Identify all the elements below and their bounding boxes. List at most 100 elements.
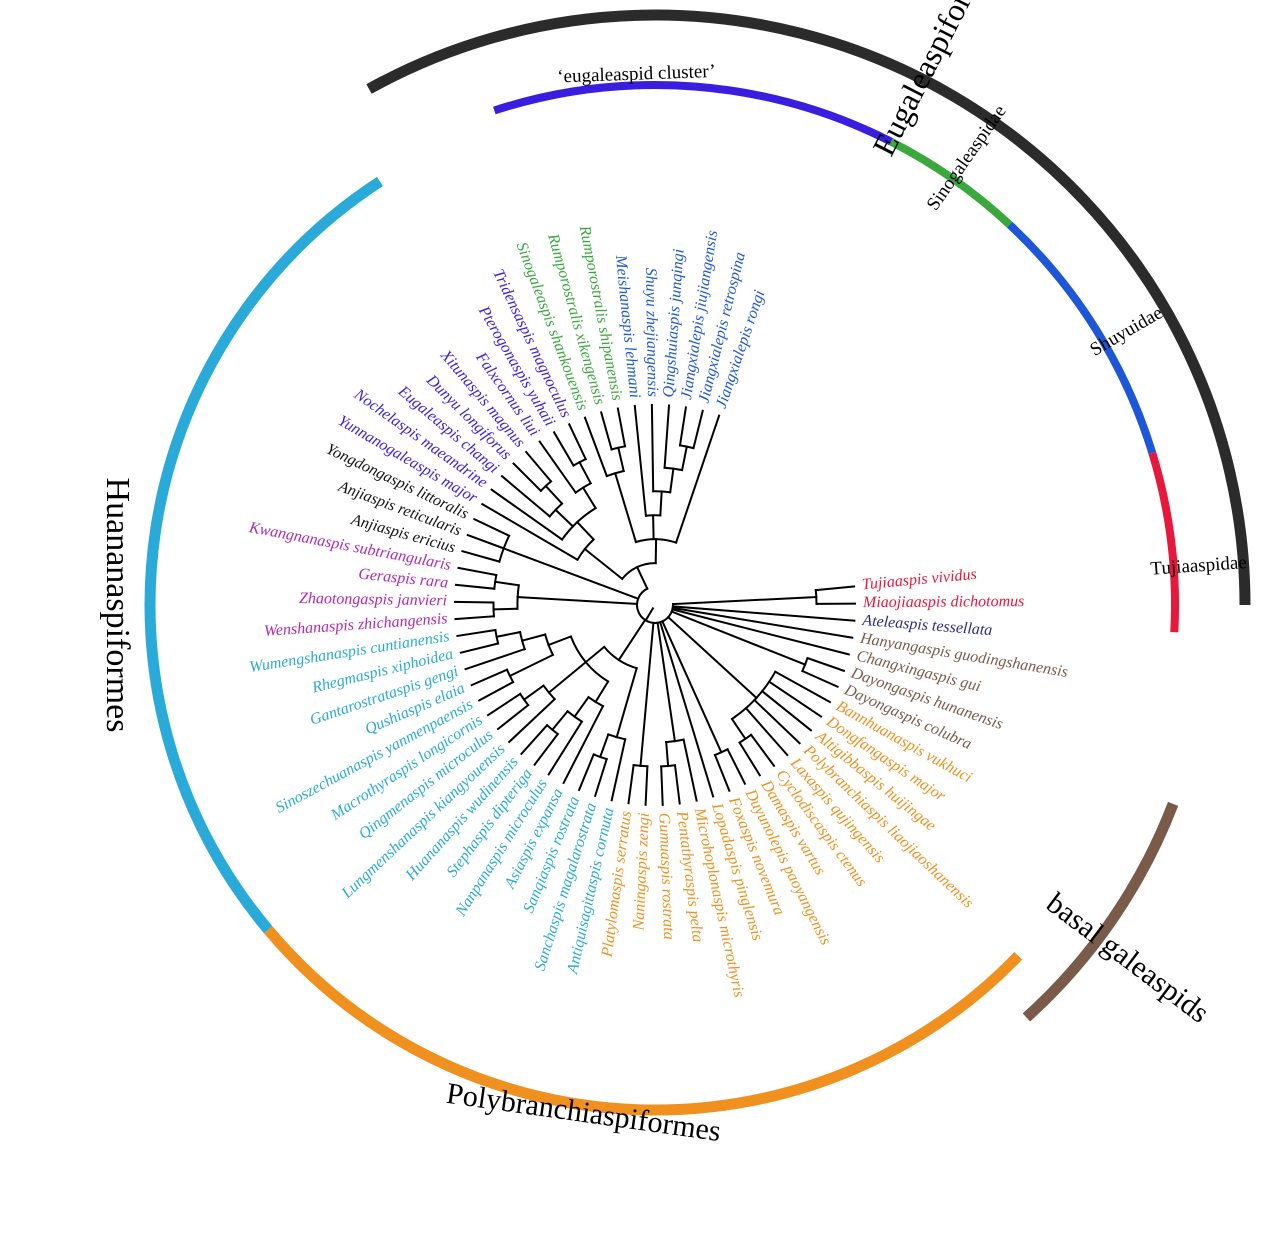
branch-31 <box>665 741 670 768</box>
branch-arc-87 <box>493 573 498 590</box>
taxon-label-naningaspis-zengi: Naningaspis zengi <box>630 812 653 931</box>
branch-95 <box>635 565 649 591</box>
branch-18 <box>744 706 789 757</box>
branch-arc-64 <box>518 692 530 707</box>
branch-arc-118 <box>634 538 678 544</box>
branch-6 <box>671 606 854 639</box>
branch-78 <box>459 642 500 654</box>
branch-arc-130 <box>652 490 672 494</box>
branch-22 <box>738 741 762 777</box>
branch-33 <box>673 764 681 805</box>
branch-arc-13 <box>730 670 777 721</box>
branch-37 <box>644 765 649 806</box>
branch-105 <box>500 474 552 518</box>
branch-137 <box>678 406 688 447</box>
branch-126 <box>652 514 655 541</box>
branch-19 <box>730 717 747 741</box>
branch-73 <box>520 633 547 642</box>
branch-arc-96 <box>620 562 657 581</box>
branch-112 <box>538 440 578 494</box>
clade-bands <box>144 9 1251 1116</box>
branch-28 <box>656 621 677 743</box>
branch-1 <box>671 595 818 606</box>
branch-76 <box>495 630 522 638</box>
branch-43 <box>610 738 627 802</box>
clade-label-huananaspiformes: Huananaspiformes <box>99 478 136 733</box>
branch-arc-20 <box>738 733 753 744</box>
branch-79 <box>456 628 497 638</box>
band-tujiaaspidae <box>1148 451 1179 633</box>
branch-108 <box>512 462 543 493</box>
band-huananaspiformes <box>144 176 383 934</box>
branch-84 <box>454 615 495 621</box>
branch-56 <box>550 709 570 732</box>
band-eugaleaspiformes <box>366 9 1251 606</box>
taxon-label-miaojiaaspis-dichotomus: Miaojiaaspis dichotomus <box>862 593 1024 611</box>
branch-71 <box>477 680 515 702</box>
branch-50 <box>594 680 610 704</box>
branch-5 <box>671 605 856 622</box>
branch-3 <box>814 585 856 592</box>
branch-23 <box>661 620 723 754</box>
branch-122 <box>617 446 625 473</box>
branch-arc-101 <box>560 506 597 541</box>
branch-60 <box>547 660 588 695</box>
branch-103 <box>554 508 575 528</box>
branch-100 <box>575 520 596 541</box>
band-eugaleaspid-cluster <box>493 81 893 146</box>
tree-branches <box>453 403 857 806</box>
branch-128 <box>633 404 647 517</box>
branch-129 <box>659 490 663 517</box>
taxon-label-zhaotongaspis-janvieri: Zhaotongaspis janvieri <box>299 590 447 609</box>
branch-86 <box>494 580 520 587</box>
branch-44 <box>598 733 610 759</box>
root-stem <box>644 607 655 622</box>
branch-92 <box>461 549 501 563</box>
branch-58 <box>533 732 560 767</box>
branch-139 <box>674 414 721 544</box>
branch-94 <box>472 517 511 538</box>
branch-69 <box>508 653 555 678</box>
branch-67 <box>547 635 573 647</box>
branch-106 <box>544 484 564 506</box>
branch-135 <box>680 445 688 472</box>
branch-16 <box>760 689 813 732</box>
clade-label-tujiaaspidae: Tujiaaspidae <box>1150 552 1248 580</box>
clade-label-polybranchiaspiformes: Polybranchiaspiformes <box>444 1077 723 1148</box>
branch-arc-40 <box>602 645 638 670</box>
branch-48 <box>584 645 606 664</box>
branch-39 <box>617 618 647 662</box>
branch-63 <box>522 684 545 701</box>
branch-134 <box>663 404 671 469</box>
branch-55 <box>547 720 584 776</box>
branch-119 <box>613 472 638 544</box>
branch-arc-51 <box>587 695 605 708</box>
branch-11 <box>801 669 839 689</box>
branch-47 <box>577 753 596 792</box>
branch-53 <box>573 695 590 718</box>
clade-label-basal-galeaspids: basal galeaspids <box>1040 886 1215 1029</box>
branch-66 <box>486 692 522 717</box>
branch-35 <box>639 621 655 767</box>
taxon-label-gumuaspis-rostrata: Gumuaspis rostrata <box>655 812 677 940</box>
branch-arc-54 <box>566 709 584 723</box>
branch-arc-61 <box>542 684 557 701</box>
branch-15 <box>767 680 823 718</box>
branch-26 <box>713 753 731 793</box>
branch-88 <box>454 583 496 590</box>
branch-arc-111 <box>574 481 593 494</box>
branch-110 <box>581 486 597 510</box>
branch-80 <box>516 595 639 605</box>
branch-65 <box>496 703 530 731</box>
clade-label-sinogaleaspidae: Sinogaleaspidae <box>923 101 1011 214</box>
branch-46 <box>593 757 608 798</box>
band-shuyuidae <box>1006 221 1157 455</box>
branch-99 <box>480 502 579 562</box>
branch-109 <box>524 450 553 483</box>
band-polybranchiaspiformes <box>263 926 1023 1116</box>
branch-38 <box>627 763 635 805</box>
branch-41 <box>615 666 638 739</box>
branch-10 <box>806 656 846 673</box>
